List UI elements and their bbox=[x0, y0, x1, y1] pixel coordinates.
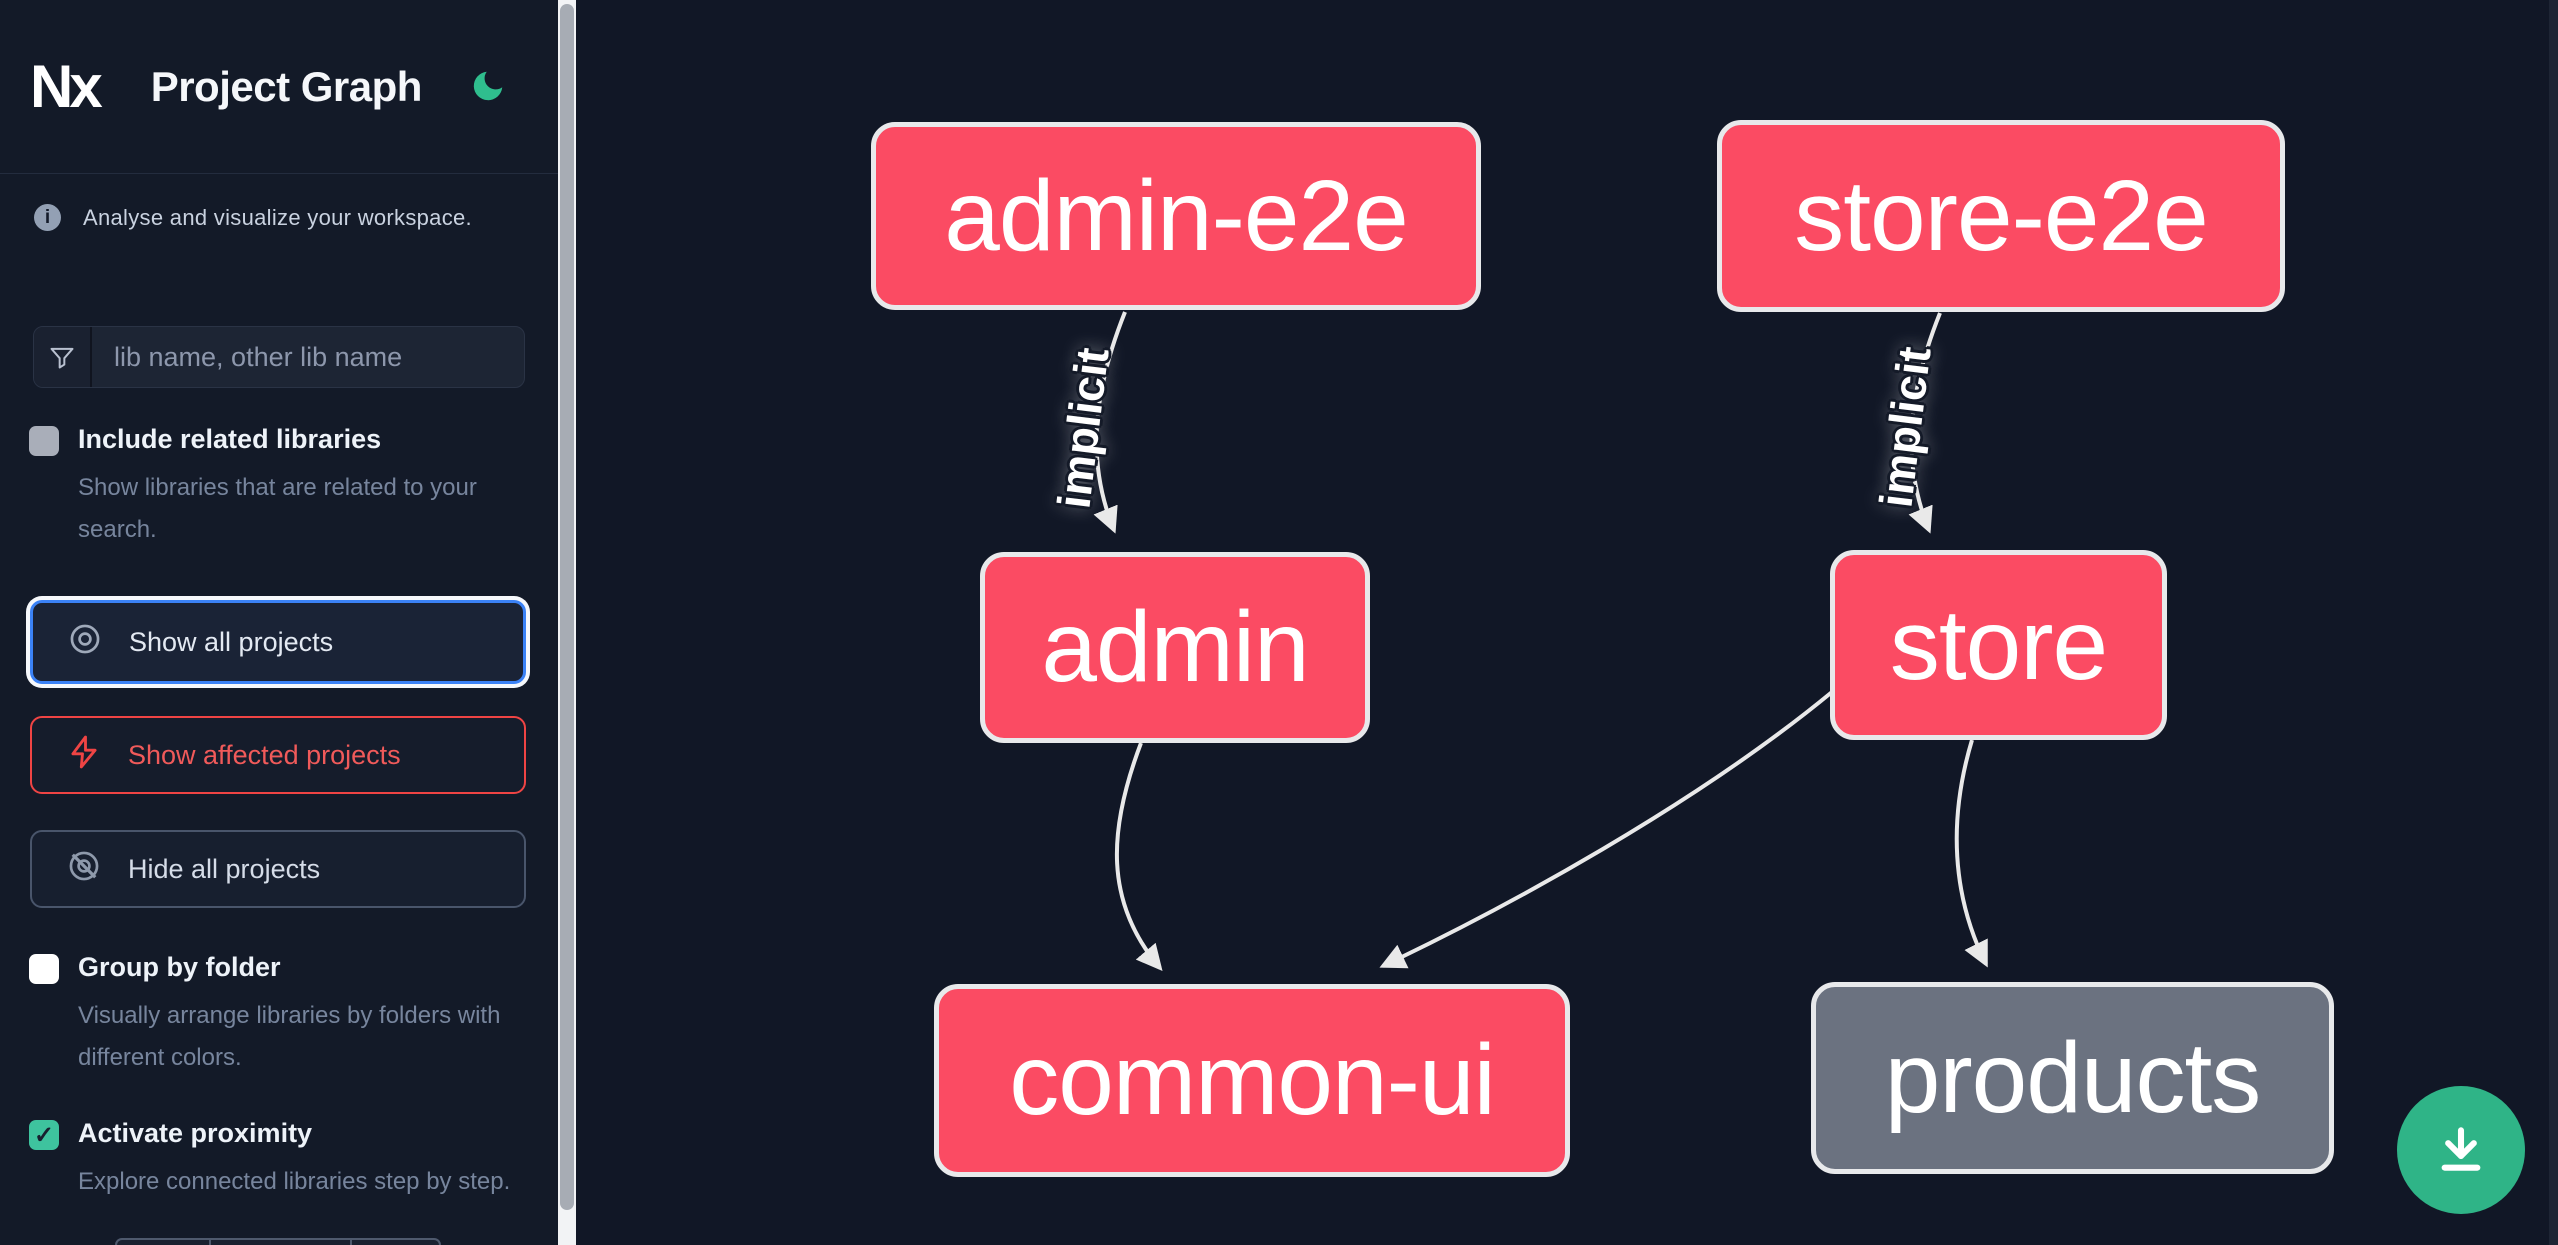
info-icon: i bbox=[34, 204, 61, 231]
activate-proximity-label: Activate proximity bbox=[78, 1118, 313, 1148]
edge-store-to-products bbox=[1954, 739, 1988, 968]
include-related-checkbox[interactable] bbox=[29, 426, 59, 456]
edge-admin-e2e-to-admin bbox=[1093, 311, 1127, 534]
group-by-folder-checkbox[interactable] bbox=[29, 954, 59, 984]
project-node-admin-e2e[interactable]: admin-e2e bbox=[871, 122, 1481, 310]
project-node-store[interactable]: store bbox=[1830, 550, 2167, 740]
project-node-store-e2e[interactable]: store-e2e bbox=[1717, 120, 2285, 312]
eye-off-icon bbox=[66, 848, 102, 891]
download-icon bbox=[2433, 1121, 2489, 1180]
workspace-tagline: Analyse and visualize your workspace. bbox=[83, 204, 472, 230]
funnel-icon bbox=[34, 327, 92, 387]
search-input[interactable] bbox=[92, 327, 524, 387]
project-node-label: store-e2e bbox=[1794, 159, 2208, 272]
group-by-folder-description: Visually arrange libraries by folders wi… bbox=[78, 1002, 501, 1071]
activate-proximity-toggle: Activate proximity Explore connected lib… bbox=[29, 1118, 529, 1203]
hide-all-projects-button[interactable]: Hide all projects bbox=[30, 830, 526, 908]
canvas-scrollbar-track bbox=[2549, 0, 2558, 1245]
show-affected-projects-button[interactable]: Show affected projects bbox=[30, 716, 526, 794]
project-node-label: products bbox=[1884, 1021, 2262, 1134]
project-node-admin[interactable]: admin bbox=[980, 552, 1370, 743]
activate-proximity-description: Explore connected libraries step by step… bbox=[78, 1168, 511, 1195]
project-node-label: common-ui bbox=[1009, 1024, 1496, 1136]
nx-logo: Nx bbox=[30, 53, 103, 120]
hide-all-projects-label: Hide all projects bbox=[128, 853, 321, 884]
edge-admin-to-common-ui bbox=[1114, 742, 1163, 971]
project-node-products[interactable]: products bbox=[1811, 982, 2334, 1174]
download-graph-button[interactable] bbox=[2397, 1086, 2525, 1214]
edge-store-to-common-ui bbox=[1379, 690, 1834, 969]
workspace-tagline-row: i Analyse and visualize your workspace. bbox=[34, 204, 534, 231]
show-all-projects-button[interactable]: Show all projects bbox=[30, 600, 526, 684]
project-filter-searchbox bbox=[33, 326, 525, 388]
proximity-depth-stepper[interactable] bbox=[115, 1238, 441, 1245]
show-affected-projects-label: Show affected projects bbox=[128, 739, 401, 770]
edge-store-e2e-to-store bbox=[1908, 312, 1942, 534]
activate-proximity-checkbox[interactable] bbox=[29, 1120, 59, 1150]
lightning-bolt-icon bbox=[66, 734, 102, 777]
sidebar-scrollbar-track[interactable] bbox=[558, 0, 576, 1245]
theme-toggle-button[interactable] bbox=[468, 67, 508, 107]
group-by-folder-label: Group by folder bbox=[78, 952, 281, 982]
project-node-label: admin-e2e bbox=[944, 159, 1409, 272]
sidebar: Nx Project Graph i Analyse and visualize… bbox=[0, 0, 558, 1245]
sidebar-header: Nx Project Graph bbox=[0, 0, 558, 174]
include-related-toggle: Include related libraries Show libraries… bbox=[29, 424, 529, 551]
project-node-label: admin bbox=[1041, 591, 1309, 703]
page-title: Project Graph bbox=[150, 62, 423, 110]
eye-icon bbox=[67, 621, 103, 664]
include-related-description: Show libraries that are related to your … bbox=[78, 474, 477, 543]
show-all-projects-label: Show all projects bbox=[129, 626, 334, 657]
include-related-label: Include related libraries bbox=[78, 424, 382, 454]
project-node-common-ui[interactable]: common-ui bbox=[934, 984, 1570, 1177]
group-by-folder-toggle: Group by folder Visually arrange librari… bbox=[29, 952, 529, 1079]
stepper-value-segment bbox=[211, 1240, 352, 1245]
stepper-decrement-segment[interactable] bbox=[117, 1240, 211, 1245]
sidebar-scrollbar-thumb[interactable] bbox=[560, 4, 574, 1210]
project-node-label: store bbox=[1889, 588, 2108, 701]
moon-icon bbox=[469, 71, 507, 108]
